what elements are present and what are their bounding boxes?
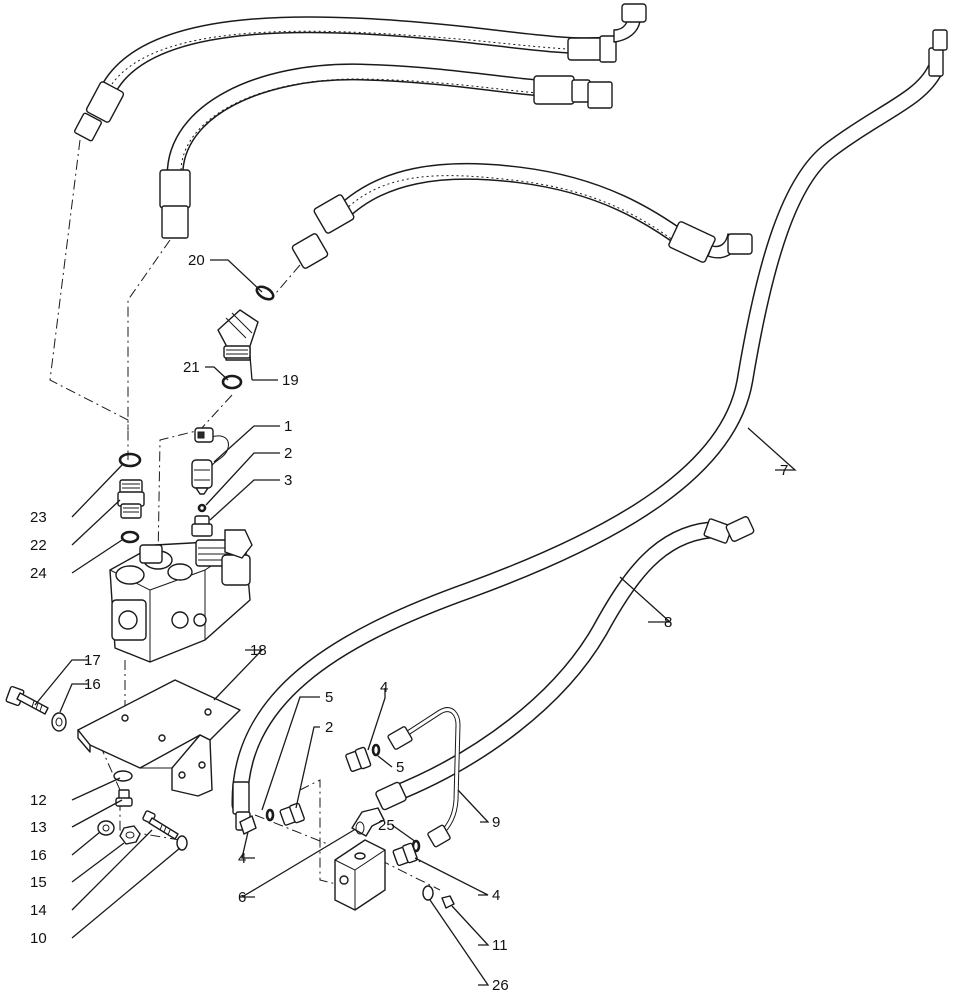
callout-20: 20 [188, 252, 205, 269]
hose-8-fittings [375, 516, 755, 811]
callout-8: 8 [664, 614, 672, 631]
hose-7 [231, 61, 944, 814]
callout-9: 9 [492, 814, 500, 831]
callout-4-left: 4 [238, 850, 246, 867]
callout-15: 15 [30, 874, 47, 891]
callout-2-upper: 2 [284, 445, 292, 462]
upper-hose-b [166, 63, 549, 184]
fitting-4-left [239, 815, 257, 835]
o-ring-20 [255, 285, 275, 301]
callout-12: 12 [30, 792, 47, 809]
elbow-6 [351, 807, 385, 837]
callout-25: 25 [378, 817, 395, 834]
fitting-4-upper [345, 746, 372, 772]
washer-10 [176, 835, 188, 851]
adapter-3 [191, 515, 213, 537]
callout-13: 13 [30, 819, 47, 836]
callout-19: 19 [282, 372, 299, 389]
callout-18: 18 [250, 642, 267, 659]
callout-22: 22 [30, 537, 47, 554]
callout-26: 26 [492, 977, 509, 994]
callout-11: 11 [492, 937, 508, 954]
o-ring-5-left [265, 808, 275, 822]
valve-body [109, 529, 253, 663]
bolt-14 [142, 810, 179, 840]
seal-26 [422, 885, 434, 901]
callout-3: 3 [284, 472, 292, 489]
plug-11 [441, 895, 455, 909]
bolt-17 [5, 685, 49, 715]
callout-4-lower: 4 [492, 887, 500, 904]
callout-labels: 1 2 3 19 20 21 23 22 24 7 8 18 17 16 5 2… [30, 252, 788, 994]
leader-lines [34, 259, 797, 986]
hose-8 [383, 521, 719, 804]
o-ring-2-upper [197, 503, 207, 513]
upper-hose-b-fittings [159, 75, 613, 239]
callout-14: 14 [30, 902, 47, 919]
callout-4-upper: 4 [380, 679, 388, 696]
elbow-19 [217, 309, 259, 361]
tube-9 [387, 707, 461, 848]
o-ring-23 [118, 452, 142, 468]
callout-1: 1 [284, 418, 292, 435]
o-ring-5-right [371, 743, 381, 757]
washer-16-lower [97, 820, 115, 836]
callout-7: 7 [780, 462, 788, 479]
callout-24: 24 [30, 565, 47, 582]
o-ring-21 [221, 374, 243, 390]
callout-10: 10 [30, 930, 47, 947]
sensor-1 [191, 427, 229, 495]
screw-13 [115, 789, 133, 807]
manifold-block [334, 839, 386, 911]
callout-6: 6 [238, 889, 246, 906]
upper-hose-a [99, 16, 614, 99]
callout-2-lower: 2 [325, 719, 333, 736]
callout-23: 23 [30, 509, 47, 526]
upper-hose-c-fittings [291, 194, 753, 269]
o-ring-24 [120, 530, 140, 544]
nut-15 [119, 825, 141, 845]
callout-16-upper: 16 [84, 676, 101, 693]
callout-5-upper: 5 [325, 689, 333, 706]
callout-21: 21 [183, 359, 200, 376]
callout-5-right: 5 [396, 759, 404, 776]
upper-hose-a-fittings [74, 3, 647, 142]
callout-16-lower: 16 [30, 847, 47, 864]
adapter-22 [117, 479, 145, 519]
fitting-4-lower [392, 842, 418, 867]
upper-hose-c [331, 162, 699, 254]
washer-16-upper [51, 712, 67, 732]
bracket-18 [77, 679, 241, 797]
callout-17: 17 [84, 652, 101, 669]
adapter-2-lower [279, 802, 305, 826]
